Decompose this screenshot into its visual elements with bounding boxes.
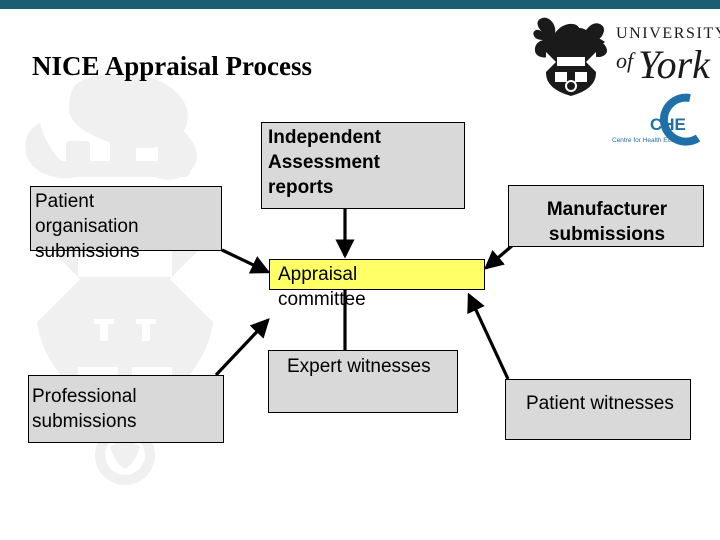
york-logo-line2: of [616,48,636,73]
che-acronym: CHE [650,115,686,134]
node-label: Manufacturer submissions [546,199,668,245]
york-crest-icon [533,17,607,96]
node-appraisal-committee[interactable]: Appraisal committee [269,259,485,310]
che-arc-icon [659,93,701,146]
node-label: Expert witnesses [287,356,431,377]
che-logo: CHE Centre for Health Economics [612,93,701,146]
node-manufacturer-submissions[interactable]: Manufacturer submissions [508,185,704,247]
arrow-professional-to-committee [214,318,270,377]
node-label: Patient witnesses [526,393,674,414]
top-accent-bar [0,0,720,9]
node-label: Appraisal committee [278,264,366,310]
node-independent-assessment-reports[interactable]: Independent Assessment reports [261,122,465,209]
york-logo-line3: York [638,42,711,87]
node-label: Patient organisation submissions [35,191,140,262]
arrow-patient-org-to-committee [221,248,271,274]
che-subtitle: Centre for Health Economics [612,137,696,144]
page-title: NICE Appraisal Process [32,51,313,81]
node-expert-witnesses[interactable]: Expert witnesses [268,350,458,413]
university-of-york-logo: UNIVERSITY of York [533,17,720,96]
node-label: Independent Assessment reports [268,127,381,198]
node-professional-submissions[interactable]: Professional submissions [28,375,224,443]
arrow-manufacturer-to-committee [484,243,515,270]
arrow-patient-witnesses-to-committee [467,292,510,380]
node-patient-witnesses[interactable]: Patient witnesses [505,379,691,440]
node-patient-organisation-submissions[interactable]: Patient organisation submissions [30,186,222,262]
york-logo-line1: UNIVERSITY [616,25,720,42]
node-label: Professional submissions [32,386,137,432]
